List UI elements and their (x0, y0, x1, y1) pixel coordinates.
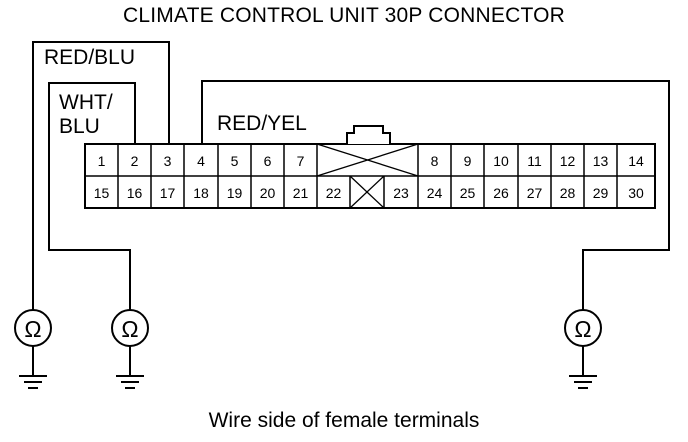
connector-lock-tab (346, 125, 391, 144)
terminal-number: 5 (231, 153, 239, 169)
terminal-number: 22 (326, 185, 342, 201)
terminal-number: 29 (593, 185, 609, 201)
wire-label-red-blu: RED/BLU (44, 46, 136, 69)
wire-red-yel (201, 80, 670, 310)
ohm-symbol-icon: Ω (121, 316, 138, 342)
terminal-number: 12 (560, 153, 576, 169)
terminal-number: 18 (193, 185, 209, 201)
terminal-number: 23 (393, 185, 409, 201)
terminal-number: 19 (227, 185, 243, 201)
terminal-number: 4 (197, 153, 205, 169)
terminal-number: 9 (464, 153, 472, 169)
terminal-number: 30 (628, 185, 644, 201)
wire-label-wht-blu-1: WHT/ (59, 91, 113, 114)
ohmmeter: Ω (14, 309, 52, 389)
terminal-number: 3 (164, 153, 172, 169)
terminal-number: 2 (131, 153, 139, 169)
ground-icon (19, 375, 47, 389)
terminal-number: 20 (260, 185, 276, 201)
terminal-number: 24 (427, 185, 443, 201)
ohmmeter: Ω (111, 309, 149, 389)
terminal-number: 11 (527, 153, 542, 169)
terminal-number: 28 (560, 185, 576, 201)
wire-label-wht-blu-2: BLU (59, 115, 100, 138)
terminal-number: 10 (493, 153, 509, 169)
ohm-symbol-icon: Ω (24, 316, 41, 342)
terminal-number: 6 (264, 153, 272, 169)
terminal-number: 15 (94, 185, 110, 201)
terminal-number: 1 (98, 153, 106, 169)
terminal-number: 17 (160, 185, 176, 201)
wire-wht-blu (48, 82, 136, 310)
ground-icon (116, 375, 144, 389)
terminal-number: 21 (293, 185, 309, 201)
wire-red-blu (32, 41, 170, 310)
diagram-footer: Wire side of female terminals (208, 409, 480, 432)
ohmmeter: Ω (564, 309, 602, 389)
wire-label-red-yel: RED/YEL (217, 112, 307, 135)
terminal-number: 8 (431, 153, 439, 169)
blank-terminal (316, 143, 419, 177)
diagram-title: CLIMATE CONTROL UNIT 30P CONNECTOR (122, 4, 566, 27)
wires (32, 41, 670, 310)
ohm-symbol-icon: Ω (574, 316, 591, 342)
terminal-number: 7 (297, 153, 305, 169)
ground-icon (569, 375, 597, 389)
terminal-number: 27 (527, 185, 543, 201)
terminal-number: 13 (593, 153, 609, 169)
terminal-number: 16 (127, 185, 143, 201)
terminal-number: 26 (493, 185, 509, 201)
blank-terminal (349, 175, 385, 209)
terminal-number: 14 (628, 153, 644, 169)
terminal-number: 25 (460, 185, 476, 201)
